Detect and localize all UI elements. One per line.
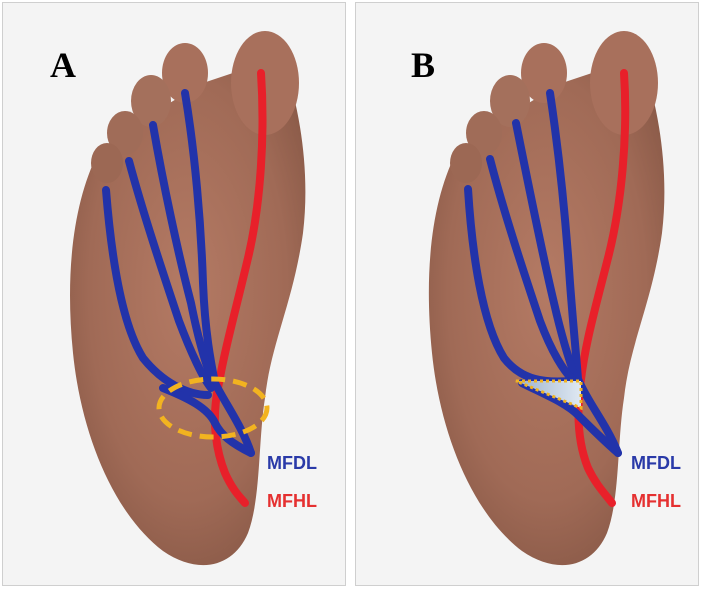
mfdl-label: MFDL — [267, 454, 317, 472]
panel-letter: A — [50, 47, 76, 83]
panel-letter: B — [411, 47, 435, 83]
panel-a: A MFDL MFHL — [2, 2, 346, 586]
panel-b: B MFDL MFHL — [355, 2, 699, 586]
mfhl-label: MFHL — [631, 492, 681, 510]
mfhl-label: MFHL — [267, 492, 317, 510]
mfdl-label: MFDL — [631, 454, 681, 472]
